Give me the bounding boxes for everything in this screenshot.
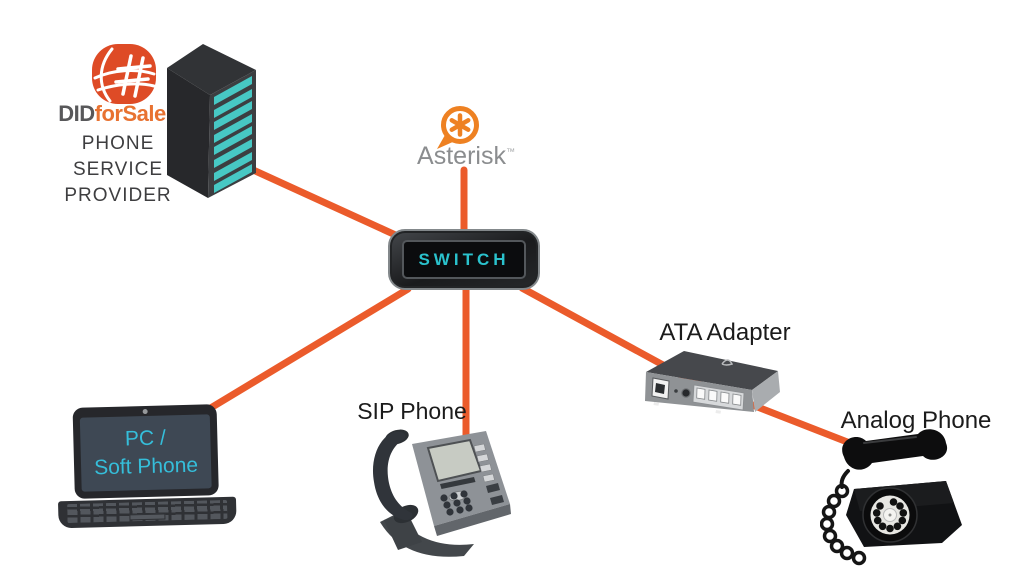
asterisk-name: Asterisk xyxy=(417,142,506,170)
ata-adapter-label: ATA Adapter xyxy=(659,319,791,346)
provider-label-line2: SERVICE xyxy=(72,159,164,180)
asterisk-label: Asterisk™ xyxy=(412,142,520,171)
server-tower-icon xyxy=(167,44,256,198)
laptop-display: PC / Soft Phone xyxy=(79,414,212,492)
laptop-keyboard-base xyxy=(57,496,237,529)
rotary-phone-icon xyxy=(820,429,962,566)
ata-adapter-icon xyxy=(645,351,780,414)
pc-screen-line1: PC / xyxy=(124,426,167,451)
pc-screen-line2: Soft Phone xyxy=(93,453,199,480)
network-switch-node: SWITCH xyxy=(388,229,540,290)
pc-soft-phone-node: PC / Soft Phone xyxy=(55,397,237,529)
asterisk-trademark: ™ xyxy=(505,146,515,157)
analog-phone-label: Analog Phone xyxy=(840,407,992,434)
provider-label-line3: PROVIDER xyxy=(64,185,172,206)
connection-provider-switch xyxy=(247,165,417,247)
laptop-spacebar xyxy=(129,513,166,521)
asterisk-logo-icon xyxy=(437,106,479,149)
connection-switch-laptop xyxy=(200,285,412,416)
provider-label: PHONE SERVICE PROVIDER xyxy=(48,131,188,209)
brand-did: DID xyxy=(58,101,95,126)
webcam-dot-icon xyxy=(142,408,148,415)
switch-label: SWITCH xyxy=(418,249,510,269)
didforsale-globe-icon xyxy=(92,44,156,104)
sip-phone-icon xyxy=(372,429,511,557)
brand-forsale: forSale xyxy=(94,101,167,126)
switch-display: SWITCH xyxy=(402,240,526,279)
laptop-screen: PC / Soft Phone xyxy=(72,404,219,499)
provider-label-line1: PHONE xyxy=(81,133,155,154)
sip-phone-label: SIP Phone xyxy=(357,398,467,424)
didforsale-brand: DIDforSale xyxy=(52,101,172,127)
